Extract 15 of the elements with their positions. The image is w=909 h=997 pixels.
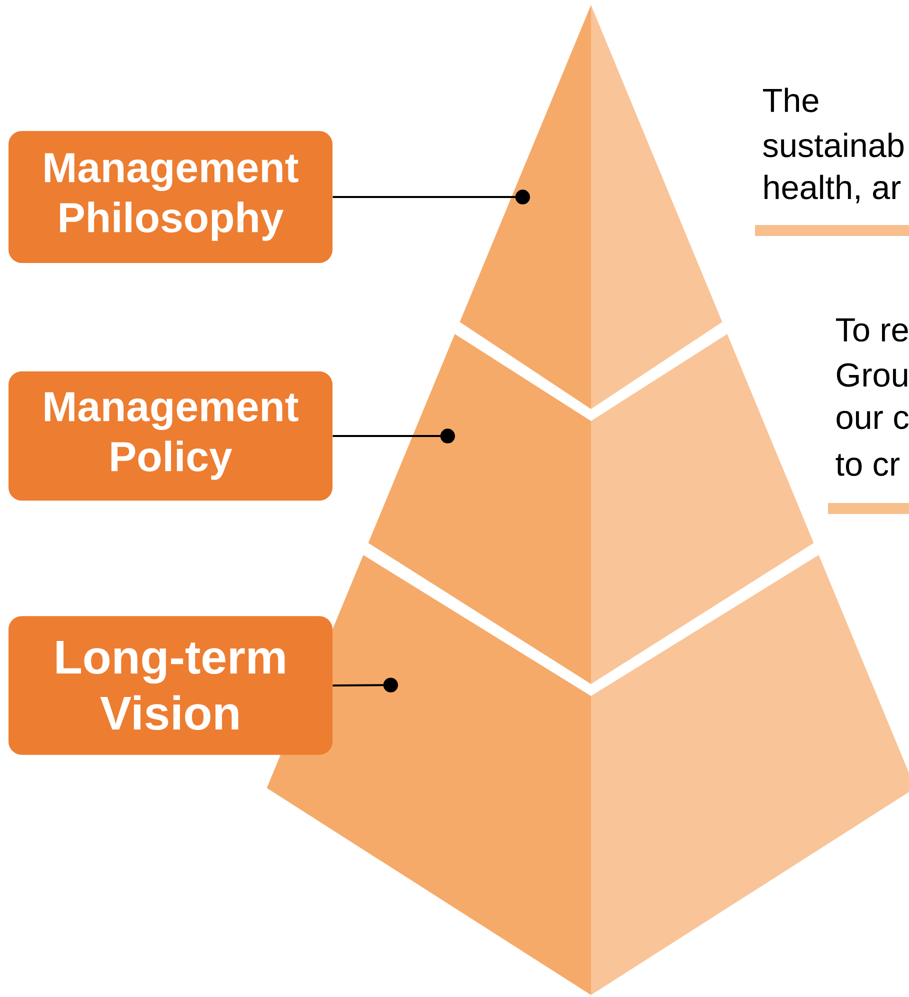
text-fragment: health, ar bbox=[764, 174, 901, 204]
leader-line bbox=[332, 190, 530, 204]
label-box: Management Philosophy bbox=[8, 131, 332, 263]
label-box: Long-term Vision bbox=[8, 616, 332, 755]
leader-line bbox=[332, 428, 455, 444]
text-fragment: To re bbox=[836, 318, 908, 342]
text-fragment: sustainab bbox=[763, 132, 904, 158]
text-fragment: our c bbox=[836, 410, 908, 430]
text-fragment: The bbox=[763, 88, 818, 112]
leader-line bbox=[332, 678, 398, 692]
label-box: Management Policy bbox=[8, 371, 332, 501]
text-fragment: Grou bbox=[836, 363, 908, 387]
pyramid-tier bbox=[368, 334, 814, 684]
pyramid-tier bbox=[460, 5, 722, 409]
text-fragment: to cr bbox=[836, 454, 900, 476]
